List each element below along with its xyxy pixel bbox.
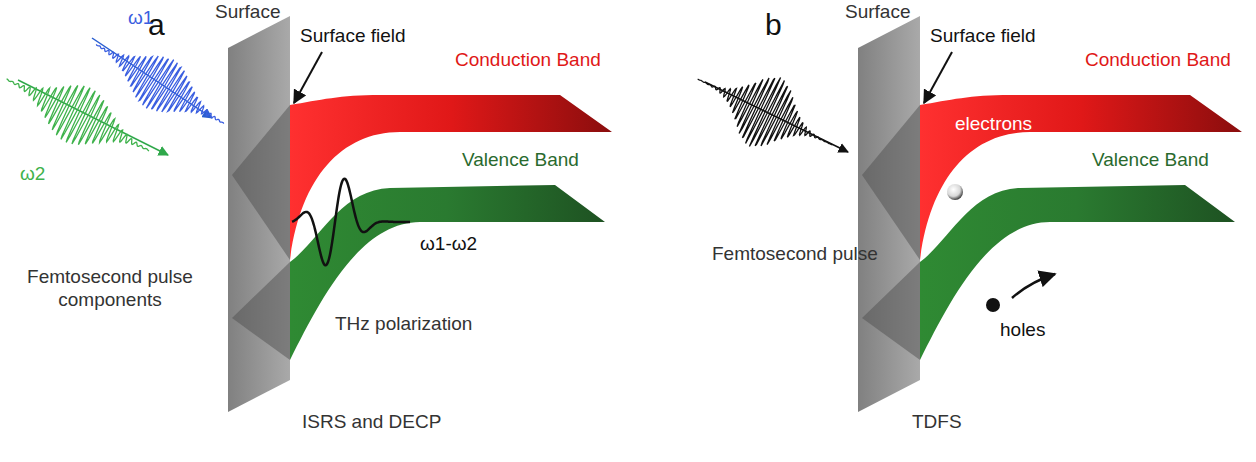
surface-plane [228,16,290,412]
leader-line [924,52,952,103]
frequency-label: ω1-ω2 [420,232,477,255]
surface-shadow [232,105,290,260]
carrier-label: holes [1000,318,1045,341]
panel-a [7,16,612,412]
valence-band [920,185,1235,360]
femtosecond-pulse [698,77,833,146]
leader-line [294,52,322,103]
surface-shadow [862,105,920,260]
pulse-label: Femtosecond pulse [712,242,878,265]
carrier-label: electrons [955,112,1032,135]
mechanism-label: ISRS and DECP [302,410,441,433]
pulse-omega2 [7,79,149,151]
hole [986,298,1000,312]
mechanism-label: TDFS [912,410,962,433]
pulse-omega1 [96,44,223,123]
polarization-label: THz polarization [335,312,472,335]
panel-letter: b [765,8,782,42]
surface-label: Surface [215,0,280,23]
frequency-label: ω2 [20,162,45,185]
panel-b [698,16,1242,412]
surface-field-label: Surface field [930,24,1036,47]
surface-shadow [862,262,920,360]
surface-plane [858,16,920,412]
hole-arrow [1012,274,1055,298]
surface-field-label: Surface field [300,24,406,47]
band-label: Valence Band [1092,148,1209,171]
thz-wavelet [292,179,410,266]
electron [947,184,963,200]
pulse-label: Femtosecond pulse components [10,265,210,311]
band-label: Valence Band [462,148,579,171]
surface-label: Surface [845,0,910,23]
surface-shadow [232,262,290,360]
frequency-label: ω1 [128,6,153,29]
electron-arrow [968,150,1002,183]
band-label: Conduction Band [455,48,601,71]
band-label: Conduction Band [1085,48,1231,71]
